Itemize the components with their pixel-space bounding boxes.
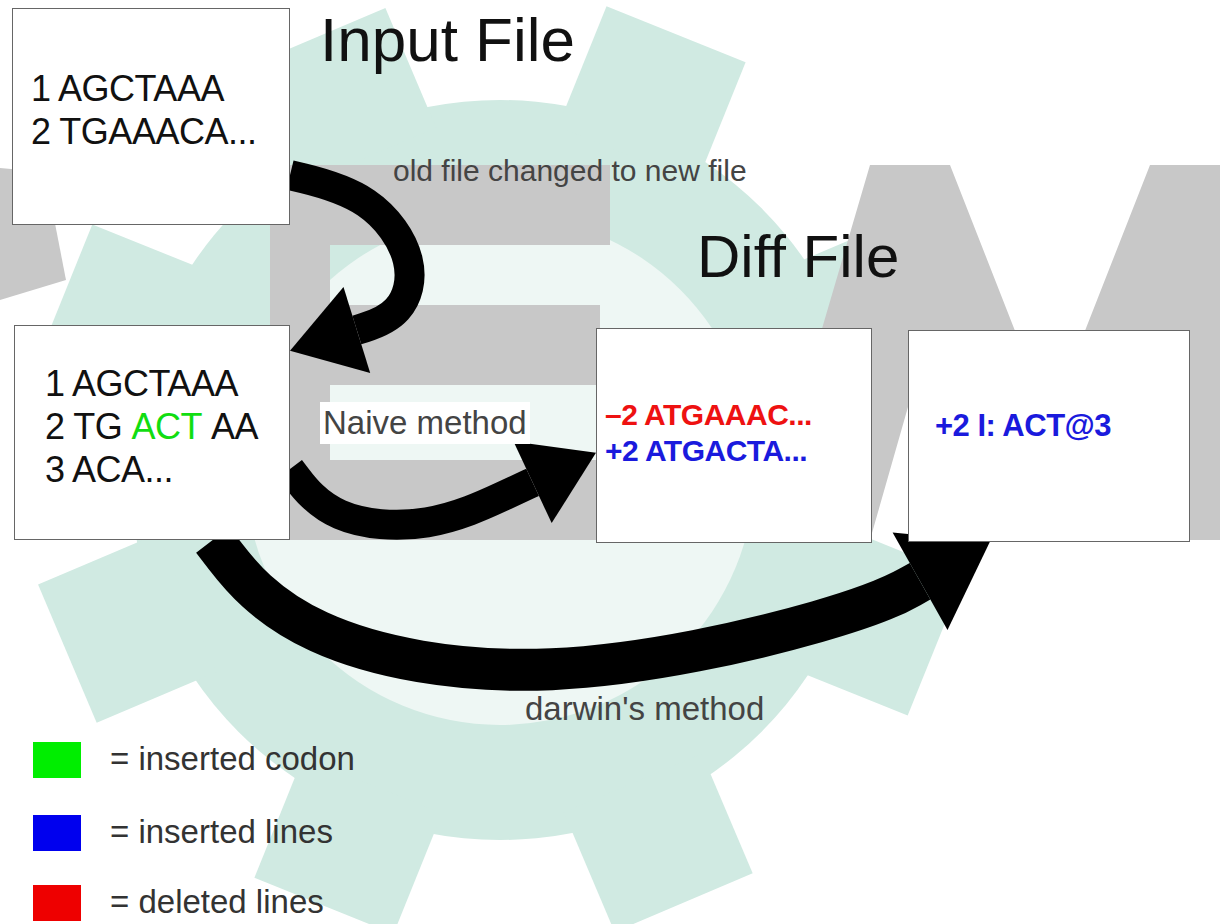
legend-swatch [33, 885, 81, 921]
sequence-line: 1 AGCTAAA [31, 68, 224, 109]
curved-arrow [213, 532, 990, 669]
legend-text: = inserted codon [110, 740, 355, 778]
sequence-line: 2 TG [45, 406, 122, 447]
edge-label: darwin's method [522, 688, 767, 730]
edge-label: old file changed to new file [390, 152, 750, 190]
sequence-line: +2 ATGACTA... [605, 434, 807, 467]
legend-swatch [33, 815, 81, 851]
legend-swatch [33, 742, 81, 778]
text-box: –2 ATGAAAC...+2 ATGACTA... [596, 328, 872, 543]
text-box: 1 AGCTAAA2 TGACTAA 3 ACA... [14, 325, 290, 540]
curved-arrow [290, 442, 596, 525]
curved-arrow [290, 175, 410, 373]
sequence-line: AA [211, 406, 258, 447]
sequence-line: ACT [131, 406, 202, 447]
arrow-head [893, 532, 990, 630]
arrow-shaft [290, 469, 533, 525]
text-box: +2 I: ACT@3 [908, 330, 1190, 542]
sequence-line: 3 ACA... [45, 449, 173, 490]
gear-tooth [38, 534, 216, 723]
arrow-head [514, 442, 596, 524]
arrow-shaft [290, 175, 410, 330]
arrow-head [290, 287, 370, 373]
legend-text: = deleted lines [110, 883, 324, 921]
sequence-line: 2 TGAAACA... [31, 111, 256, 152]
heading-label: Input File [320, 4, 575, 75]
text-box: 1 AGCTAAA2 TGAAACA... [12, 8, 290, 225]
edge-label: Naive method [320, 402, 530, 444]
gear-tooth [564, 754, 753, 924]
sequence-line: 1 AGCTAAA [45, 363, 238, 404]
legend-text: = inserted lines [110, 813, 333, 851]
sequence-line: –2 ATGAAAC... [605, 398, 812, 431]
heading-label: Diff File [697, 222, 899, 291]
sequence-line: +2 I: ACT@3 [935, 408, 1111, 443]
arrow-shaft [213, 540, 920, 670]
